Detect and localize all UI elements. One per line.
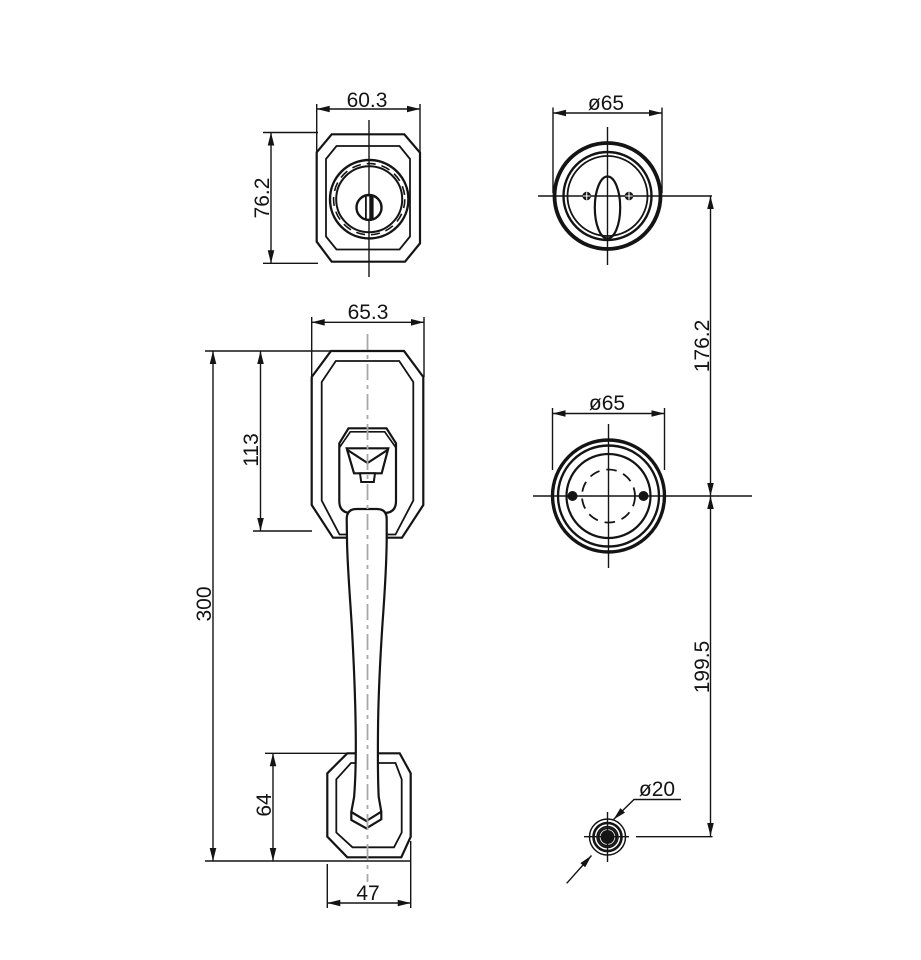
handleset-front-view <box>310 334 425 882</box>
spindle-end-view <box>566 798 713 884</box>
dimensions: 60.3 76.2 ø65 65.3 113 300 64 47 ø65 176… <box>193 89 714 908</box>
extension-lines <box>205 104 666 908</box>
exterior-cylinder-plate-view <box>315 120 422 277</box>
keyway-circle <box>355 193 383 222</box>
dim-label-spindle-diameter: ø20 <box>639 778 675 801</box>
spindle-leader-arrow <box>613 808 625 820</box>
deadbolt-screw-slots <box>583 192 633 200</box>
lever-rose-view <box>533 424 752 568</box>
deadbolt-rose-view <box>538 127 712 265</box>
dim-label-upper-plate-height: 113 <box>240 433 263 466</box>
dim-label-deadbolt-rose-diameter: ø65 <box>588 92 624 115</box>
dim-label-lower-plate-width: 47 <box>356 882 379 905</box>
lever-rose-screw-left <box>567 491 578 501</box>
dim-label-escutcheon-height: 76.2 <box>251 178 274 219</box>
dim-label-cylinder-to-rose: 176.2 <box>691 320 714 373</box>
escutcheon-inner-plate <box>325 145 411 251</box>
dimension-lines <box>212 108 712 904</box>
dim-label-lower-plate-height: 64 <box>253 793 276 817</box>
dim-label-handle-plate-width: 65.3 <box>348 301 389 324</box>
spindle-pointer-arrow <box>580 855 592 868</box>
dim-label-lever-rose-diameter: ø65 <box>589 392 625 415</box>
handle-upper-plate-inner <box>320 360 415 536</box>
spindle-leader-line <box>613 798 681 821</box>
dim-label-escutcheon-width: 60.3 <box>347 89 388 112</box>
keyway-slot-fill <box>369 196 373 220</box>
dim-label-rose-to-spindle: 199.5 <box>691 641 714 694</box>
dim-label-overall-height: 300 <box>193 586 216 621</box>
lever-rose-screw-right <box>638 491 649 501</box>
handle-grip-end-chevron <box>350 810 382 823</box>
